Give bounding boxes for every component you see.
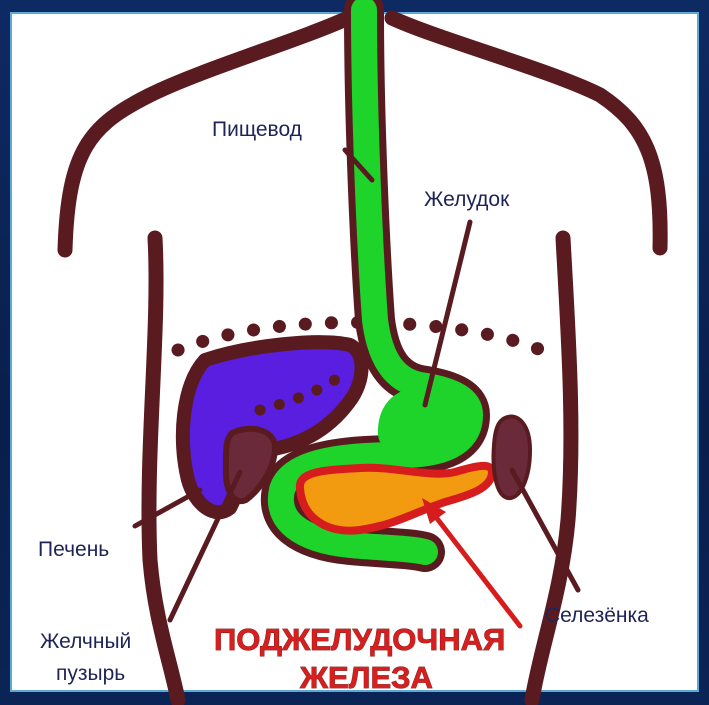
pancreas-title-line1: ПОДЖЕЛУДОЧНАЯ xyxy=(214,622,505,657)
right-torso-outline xyxy=(532,238,571,700)
pancreas-title-line2: ЖЕЛЕЗА xyxy=(299,660,433,695)
liver-label: Печень xyxy=(38,538,109,561)
spleen-label: Селезёнка xyxy=(545,604,649,627)
pancreas-shape xyxy=(300,466,492,531)
left-shoulder-outline xyxy=(65,18,348,250)
esophagus-label: Пищевод xyxy=(212,118,302,141)
stomach-label: Желудок xyxy=(424,188,510,211)
right-shoulder-outline xyxy=(392,18,660,248)
pancreas-arrow-shaft xyxy=(432,512,520,626)
gallbladder-label-line1: Желчный xyxy=(40,630,131,653)
spleen-shape xyxy=(494,417,530,499)
gallbladder-label-line2: пузырь xyxy=(56,662,125,685)
left-torso-outline xyxy=(149,238,178,700)
